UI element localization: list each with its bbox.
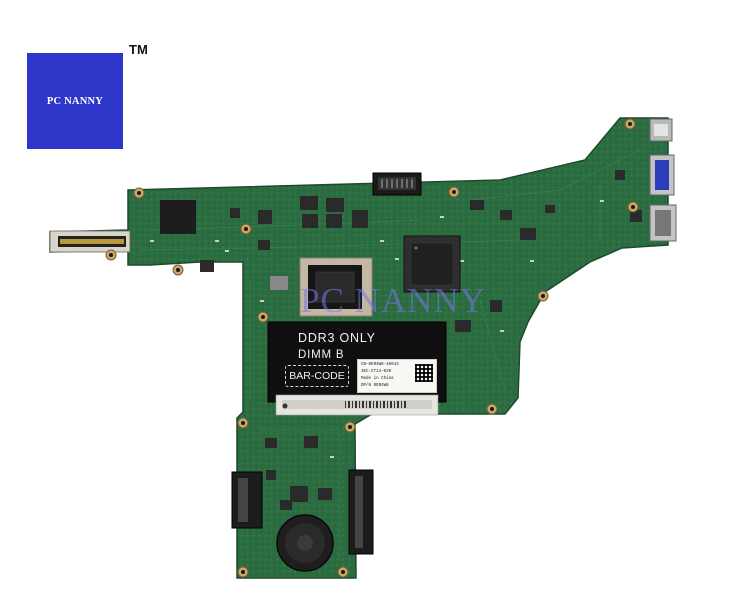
silkscreen-dimm-b: DIMM B [298, 349, 345, 361]
smd-components [160, 170, 642, 510]
trademark-mark: TM [129, 42, 148, 57]
io-ports [649, 118, 677, 242]
sticker-line: 3EC-CT14-020 [361, 370, 392, 374]
barcode-placeholder: BAR-CODE [285, 365, 349, 387]
passive-components [150, 200, 604, 458]
battery-connector [372, 172, 422, 196]
serial-sticker: CN-0ER4W8-48643 3EC-CT14-020 Made in Chi… [357, 359, 437, 393]
sata-connector-right [348, 469, 374, 555]
chipset-chip [403, 235, 461, 293]
sticker-line: CN-0ER4W8-48643 [361, 363, 399, 367]
brand-logo: PC NANNY [27, 53, 123, 149]
silkscreen-ddr3-only: DDR3 ONLY [298, 331, 376, 345]
coin-battery [276, 514, 334, 572]
cpu-chip [299, 257, 373, 317]
left-edge-connector [49, 230, 131, 253]
barcode-label: BAR-CODE [289, 370, 345, 382]
sata-connector-left [231, 471, 263, 529]
sticker-line: Made in China [361, 377, 394, 381]
qr-code [415, 364, 433, 382]
sticker-line: DP/N 0ER4W8 [361, 384, 389, 388]
brand-logo-text: PC NANNY [46, 95, 104, 107]
